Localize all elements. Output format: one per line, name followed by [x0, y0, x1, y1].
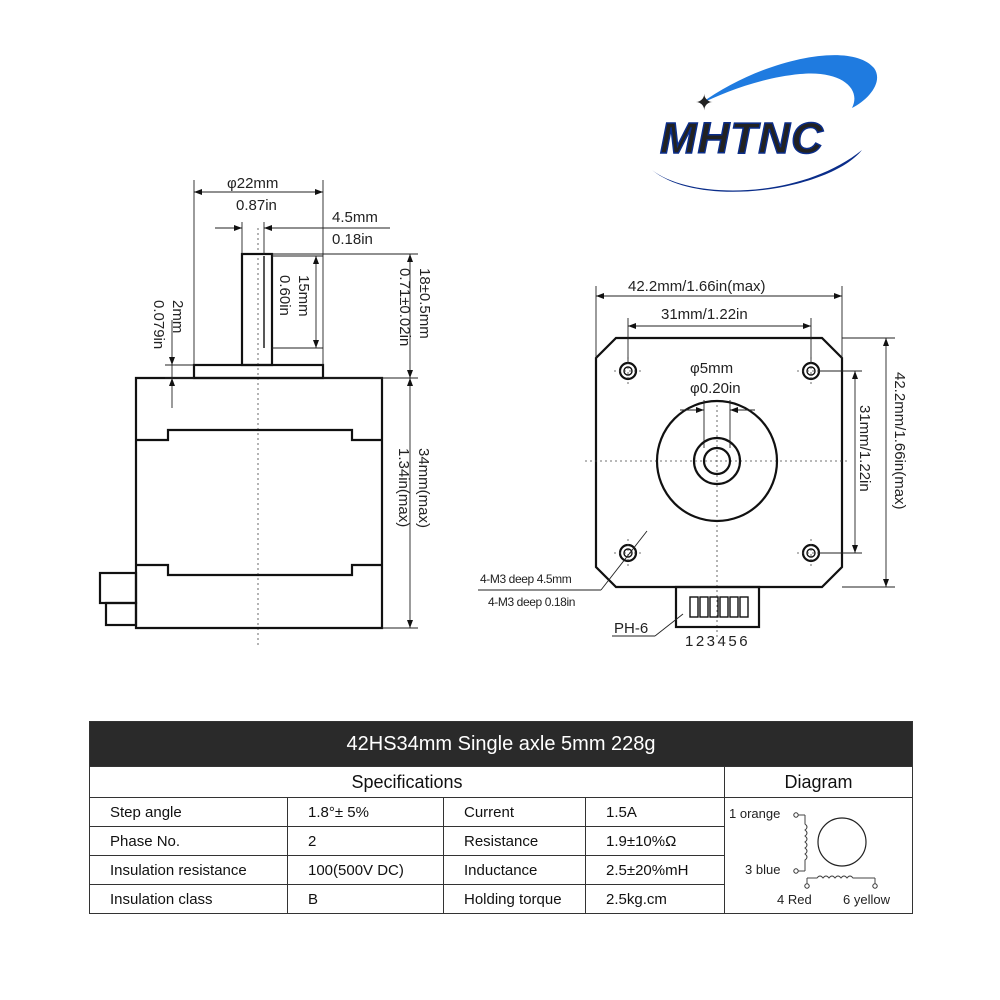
param-name: Current	[443, 797, 586, 827]
table-row: Step angle 1.8°± 5% Current 1.5A 1 orang…	[89, 797, 914, 914]
coil-b	[804, 875, 878, 889]
table-row: Insulation class B Holding torque 2.5kg.…	[89, 884, 913, 914]
param-value: 2.5±20%mH	[585, 855, 725, 885]
dim-shaft-dia-in: 0.87in	[236, 197, 277, 214]
param-name: Phase No.	[89, 826, 288, 856]
dim-front-shaft-mm: φ5mm	[690, 360, 733, 377]
front-plate	[594, 336, 844, 589]
spec-header: Specifications	[89, 766, 725, 798]
dim-flat-len-mm: 15mm	[295, 275, 312, 317]
diagram-header: Diagram	[723, 766, 914, 798]
param-name: Holding torque	[443, 884, 586, 914]
param-name: Insulation class	[89, 884, 288, 914]
param-value: B	[287, 884, 444, 914]
side-connector	[98, 571, 138, 605]
dim-front-shaft-in: φ0.20in	[690, 380, 741, 397]
param-value: 1.8°± 5%	[287, 797, 444, 827]
connector-label: PH-6	[614, 620, 648, 637]
dim-shaft-len-in: 0.71±0.02in	[396, 268, 413, 346]
brand-logo: ✦ MHTNC	[652, 55, 878, 192]
connector-pins	[689, 596, 749, 618]
wire-3-label: 3 blue	[745, 862, 780, 877]
dim-flat-len-in: 0.60in	[276, 275, 293, 316]
dim-front-width: 42.2mm/1.66in(max)	[628, 278, 766, 295]
wiring-diagram: 1 orange 3 blue 4 Red 6 yellow	[729, 806, 891, 907]
param-name: Insulation resistance	[89, 855, 288, 885]
param-name: Step angle	[89, 797, 288, 827]
param-value: 2	[287, 826, 444, 856]
dim-body-mm: 34mm(max)	[415, 448, 432, 528]
hole-note-in: 4-M3 deep 0.18in	[488, 595, 575, 609]
param-name: Resistance	[443, 826, 586, 856]
connector-pin-numbers: 123456	[685, 633, 750, 650]
front-view: 42.2mm/1.66in(max) 31mm/1.22in φ5mm φ0.2…	[478, 278, 908, 650]
front-boss	[655, 399, 779, 523]
dim-hole-spacing: 31mm/1.22in	[661, 306, 748, 323]
side-view: φ22mm 0.87in 4.5mm 0.18in 15mm 0.60in 18…	[98, 175, 433, 648]
spec-table: 42HS34mm Single axle 5mm 228g Specificat…	[88, 721, 914, 914]
logo-wordmark: MHTNC	[660, 114, 824, 163]
param-name: Inductance	[443, 855, 586, 885]
dim-flat-mm: 4.5mm	[332, 209, 378, 226]
dim-boss-in: 0.079in	[150, 300, 167, 349]
logo-swoosh-top	[700, 55, 878, 108]
logo-star-icon: ✦	[695, 90, 713, 115]
dim-boss-mm: 2mm	[169, 300, 186, 333]
shaft	[240, 252, 274, 367]
motor-body	[134, 376, 384, 630]
param-value: 1.5A	[585, 797, 725, 827]
front-connector	[674, 585, 761, 629]
wiring-diagram-cell: 1 orange 3 blue 4 Red 6 yellow	[723, 797, 914, 914]
dim-body-in: 1.34in(max)	[395, 448, 412, 527]
table-row: Insulation resistance 100(500V DC) Induc…	[89, 855, 913, 885]
param-value: 1.9±10%Ω	[585, 826, 725, 856]
param-value: 100(500V DC)	[287, 855, 444, 885]
table-title: 42HS34mm Single axle 5mm 228g	[88, 721, 914, 767]
front-shaft	[702, 446, 732, 476]
param-value: 2.5kg.cm	[585, 884, 725, 914]
wire-6-label: 6 yellow	[843, 892, 891, 907]
hole-note-mm: 4-M3 deep 4.5mm	[480, 572, 572, 586]
table-row: Phase No. 2 Resistance 1.9±10%Ω	[89, 826, 913, 856]
dim-front-height: 42.2mm/1.66in(max)	[891, 372, 908, 510]
dim-flat-in: 0.18in	[332, 231, 373, 248]
dim-shaft-dia-mm: φ22mm	[227, 175, 278, 192]
wire-4-label: 4 Red	[777, 892, 812, 907]
coil-a	[793, 812, 808, 874]
dim-shaft-len-mm: 18±0.5mm	[416, 268, 433, 339]
boss	[192, 363, 325, 380]
wire-1-label: 1 orange	[729, 806, 780, 821]
rotor-circle	[817, 817, 867, 867]
dim-hole-spacing-v: 31mm/1.22in	[856, 405, 873, 492]
